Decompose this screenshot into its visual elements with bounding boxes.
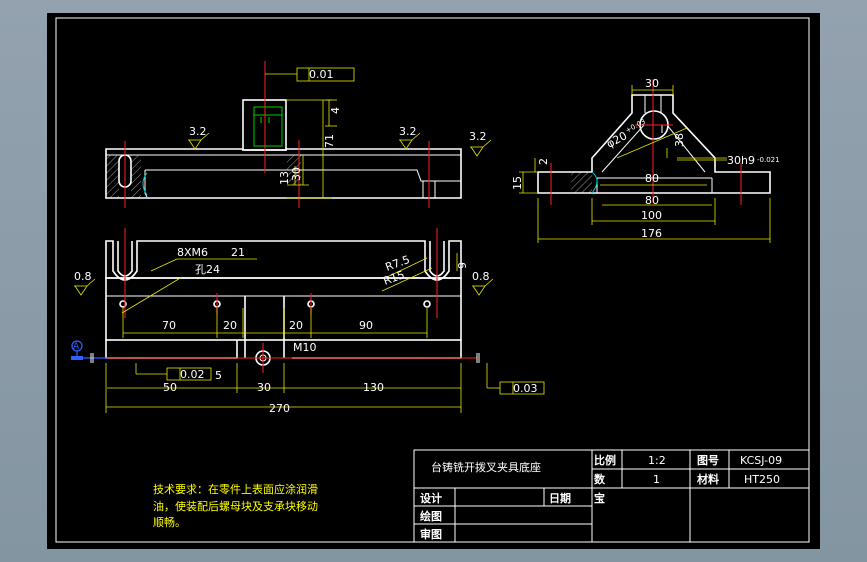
- date-label: 日期: [549, 491, 571, 505]
- company-label: 宝: [594, 491, 605, 505]
- designer-label: 设计: [420, 491, 442, 505]
- dim-50: 50: [163, 381, 177, 394]
- roughness-3: 3.2: [469, 130, 487, 143]
- tech-note-line-1: 技术要求：在零件上表面应涂润滑: [153, 482, 318, 496]
- dim-130: 130: [363, 381, 384, 394]
- dim-38: 38: [673, 133, 686, 147]
- dim-r15: R15: [382, 268, 407, 288]
- material-label: 材料: [697, 472, 719, 486]
- roughness-1: 3.2: [189, 125, 207, 138]
- reviewer-label: 审图: [420, 527, 442, 541]
- dim-20-a: 20: [223, 319, 237, 332]
- scale-label: 比例: [594, 453, 616, 467]
- dim-30-side: 30: [645, 77, 659, 90]
- qty-label: 数: [594, 472, 606, 486]
- dim-4: 4: [329, 107, 342, 114]
- roughness-4: 0.8: [74, 270, 92, 283]
- dim-176: 176: [641, 227, 662, 240]
- dim-71: 71: [323, 134, 336, 148]
- dim-holes-a: 8XM6: [177, 246, 208, 259]
- tech-note-line-3: 顺畅。: [153, 515, 186, 529]
- dim-holes-b: 21: [231, 246, 245, 259]
- material-value: HT250: [744, 473, 780, 486]
- cad-viewport[interactable]: 0.01 4 71 30 13 3.2 3.2 3.2: [47, 13, 820, 549]
- par-tolerance: 0.03: [513, 382, 538, 395]
- dim-13: 13: [278, 171, 291, 185]
- qty-value: 1: [653, 473, 660, 486]
- drawing-no-label: 图号: [697, 454, 719, 467]
- dim-80-a: 80: [645, 172, 659, 185]
- dim-fit-tol: -0.021: [757, 156, 780, 164]
- dim-80-b: 80: [645, 194, 659, 207]
- drawing-no-value: KCSJ-09: [740, 454, 782, 467]
- dim-m10: M10: [293, 341, 317, 354]
- dim-70: 70: [162, 319, 176, 332]
- title-block: [413, 449, 810, 543]
- dim-hole-c: 孔24: [195, 263, 220, 276]
- side-view: [519, 79, 771, 243]
- dim-30-front: 30: [290, 167, 303, 181]
- dim-fit: 30h9: [727, 154, 755, 167]
- dim-90: 90: [359, 319, 373, 332]
- dim-15: 15: [511, 176, 524, 190]
- datum-a: A: [73, 342, 80, 352]
- dim-5: 5: [215, 369, 222, 382]
- front-view: [105, 61, 492, 208]
- dim-30-top: 30: [257, 381, 271, 394]
- flatness-value: 0.01: [309, 68, 334, 81]
- top-view: [71, 228, 545, 413]
- dim-9: 9: [456, 262, 469, 269]
- dim-2: 2: [537, 158, 550, 165]
- tech-note-line-2: 油，使装配后螺母块及支承块移动: [153, 499, 318, 513]
- sym-tolerance: 0.02: [180, 368, 205, 381]
- dim-phi20-tol: +0.03: [624, 118, 647, 135]
- drawing-canvas: 0.01 4 71 30 13 3.2 3.2 3.2: [55, 17, 810, 543]
- roughness-5: 0.8: [472, 270, 490, 283]
- part-name: 台铸铣开拨叉夹具底座: [431, 460, 541, 474]
- dim-270: 270: [269, 402, 290, 415]
- drafter-label: 绘图: [420, 509, 442, 523]
- dim-100: 100: [641, 209, 662, 222]
- scale-value: 1:2: [648, 454, 666, 467]
- roughness-2: 3.2: [399, 125, 417, 138]
- dim-20-b: 20: [289, 319, 303, 332]
- dim-phi20: φ20: [604, 129, 629, 150]
